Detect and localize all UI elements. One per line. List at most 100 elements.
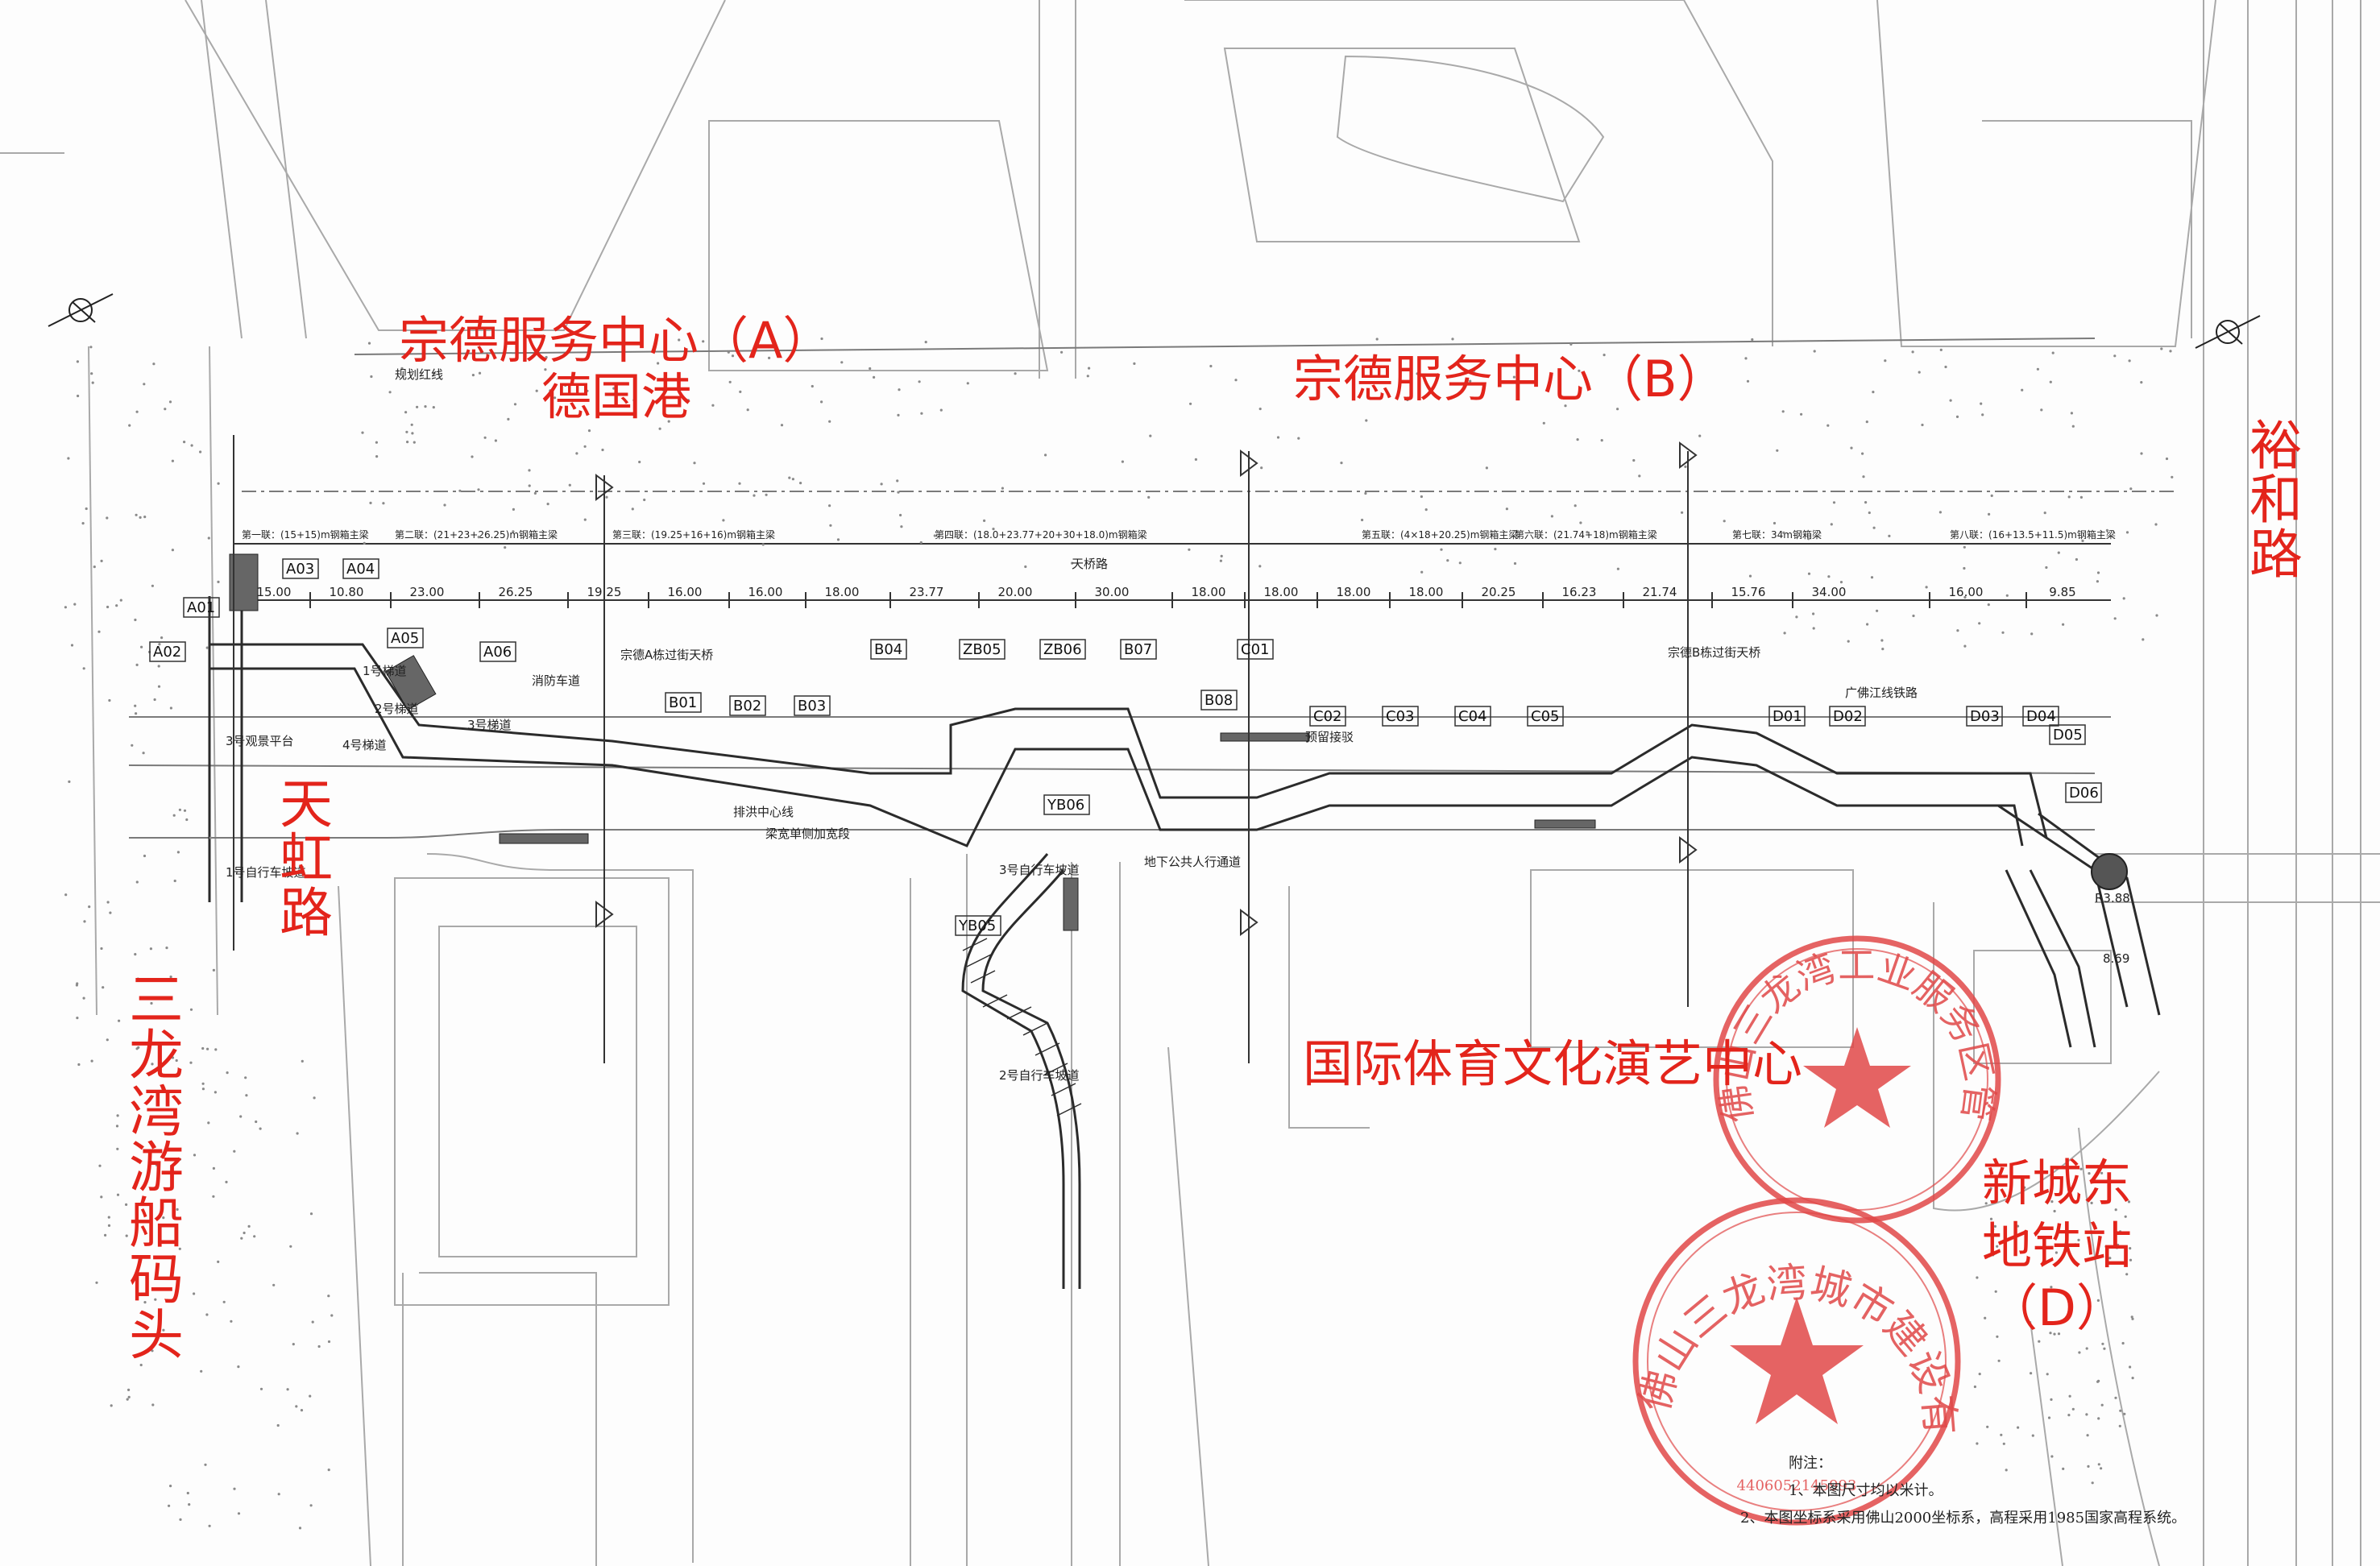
pier-label-box: [665, 692, 702, 713]
survey-dot: [104, 1233, 107, 1237]
survey-dot: [731, 354, 735, 358]
survey-dot: [164, 408, 167, 411]
survey-dot: [1986, 1425, 1989, 1428]
pier-label-d05: D05: [2053, 727, 2083, 744]
survey-dot: [100, 559, 103, 563]
survey-dot: [259, 1387, 263, 1390]
survey-dot: [919, 541, 923, 545]
survey-dot: [471, 455, 474, 458]
survey-dot: [1512, 375, 1515, 379]
survey-dot: [829, 524, 832, 527]
survey-dot: [2165, 457, 2169, 461]
survey-dot: [1997, 1359, 2001, 1362]
pier-label-yb05: YB05: [958, 918, 996, 934]
survey-dot: [2113, 354, 2117, 358]
survey-dot: [140, 645, 143, 648]
survey-dot: [1992, 1253, 1995, 1257]
survey-dot: [722, 519, 725, 522]
survey-dot: [900, 525, 903, 528]
survey-dot: [811, 384, 814, 388]
survey-dot: [410, 423, 413, 426]
survey-dot: [1987, 603, 1990, 607]
survey-dot: [2002, 1183, 2005, 1187]
survey-dot: [413, 441, 416, 444]
span-series-label: 第三联：(19.25+16+16)m钢箱主梁: [612, 528, 775, 541]
survey-dot: [169, 706, 172, 710]
pier-label-box: [479, 641, 516, 662]
pier-label-box: [1039, 639, 1086, 660]
survey-dot: [1872, 391, 1875, 394]
survey-dot: [157, 665, 160, 668]
survey-dot: [2119, 1409, 2122, 1412]
span-length-label: 10.80: [330, 585, 364, 599]
label-zongde-a: 宗德服务中心（A）: [399, 311, 833, 370]
survey-dot: [168, 1504, 171, 1507]
survey-dot: [791, 478, 795, 481]
survey-dot: [82, 667, 85, 670]
pier-label-box: [2049, 724, 2086, 745]
pier-label-box: [387, 628, 424, 648]
notes-title: 附注：: [1789, 1455, 1832, 1472]
tianhong-road-char: 路: [280, 881, 333, 944]
survey-dot: [135, 663, 139, 667]
survey-dot: [134, 704, 137, 707]
survey-dot: [128, 424, 131, 427]
survey-dot: [226, 1071, 229, 1075]
survey-dot: [2096, 1299, 2100, 1302]
survey-dot: [2124, 1215, 2127, 1218]
survey-dot: [2020, 1232, 2023, 1236]
survey-dot: [820, 337, 823, 341]
survey-dot: [2062, 623, 2065, 626]
survey-dot: [375, 441, 378, 444]
survey-dot: [134, 953, 137, 956]
survey-dot: [1542, 421, 1545, 425]
survey-dot: [207, 1121, 210, 1125]
pier-label-b02: B02: [733, 698, 761, 715]
survey-dot: [1276, 436, 1280, 439]
survey-dot: [1044, 454, 1047, 457]
survey-dot: [1963, 566, 1966, 570]
survey-dot: [1782, 531, 1785, 535]
survey-dot: [583, 518, 587, 521]
survey-dot: [255, 1120, 258, 1124]
survey-dot: [2049, 380, 2052, 383]
survey-dot: [1993, 1224, 1996, 1228]
pier-label-box: [1120, 639, 1157, 660]
pier-label-b01: B01: [669, 694, 697, 711]
stair-blocks: [229, 553, 1596, 931]
survey-dot: [109, 911, 112, 914]
route-annotation: 3号自行车坡道: [999, 863, 1080, 877]
survey-dot: [1406, 398, 1409, 401]
survey-dot: [2050, 1398, 2053, 1401]
pier-label-c04: C04: [1458, 708, 1486, 725]
route-annotation: 3号观景平台: [226, 734, 294, 748]
survey-dot: [2118, 1424, 2121, 1427]
survey-dot: [1352, 381, 1355, 384]
survey-dot: [405, 430, 408, 433]
survey-dot: [292, 1343, 295, 1346]
yuhe-road-char: 裕: [2249, 415, 2303, 477]
survey-dot: [939, 408, 943, 412]
survey-dot: [2104, 1245, 2108, 1248]
survey-dot: [1024, 565, 1027, 569]
label-xincheng-dong: 新城东 地铁站 （D）: [1982, 1152, 2132, 1340]
survey-dot: [2100, 1403, 2104, 1406]
route-annotation: 8.69: [2103, 951, 2129, 966]
survey-dot: [1847, 640, 1850, 643]
xincheng-line2: 地铁站: [1982, 1216, 2133, 1275]
span-length-label: 34.00: [1812, 585, 1847, 599]
pier-label-box: [1237, 639, 1274, 660]
survey-dot: [1918, 371, 1921, 374]
survey-dot: [1071, 561, 1074, 565]
survey-dot: [2031, 1434, 2034, 1437]
survey-dot: [64, 606, 67, 609]
survey-dot: [2129, 1365, 2132, 1369]
route-annotation: 地下公共人行通道: [1144, 855, 1241, 869]
survey-dot: [165, 947, 168, 950]
survey-dot: [230, 1320, 233, 1323]
survey-dot: [1807, 572, 1811, 575]
survey-dot: [1698, 434, 1702, 437]
survey-dot: [188, 1503, 191, 1506]
